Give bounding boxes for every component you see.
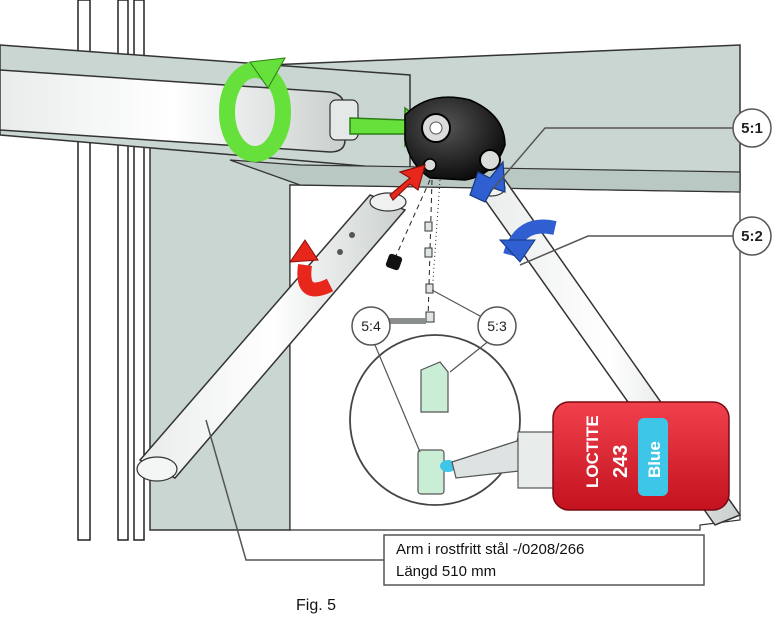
bottle-brand: LOCTITE bbox=[583, 415, 602, 488]
arm-note-line1: Arm i rostfritt stål -/0208/266 bbox=[396, 541, 584, 558]
arm-note-line2: Längd 510 mm bbox=[396, 563, 496, 580]
callout-5-3-label: 5:3 bbox=[487, 318, 507, 334]
callout-5-2-label: 5:2 bbox=[741, 228, 763, 245]
red-rotate-arrow-icon bbox=[289, 239, 334, 297]
top-arm-tube bbox=[0, 69, 359, 153]
figure-caption: Fig. 5 bbox=[296, 597, 337, 614]
callout-5-1-label: 5:1 bbox=[741, 120, 763, 137]
bottle-number: 243 bbox=[610, 445, 632, 478]
red-insert-arrow-icon bbox=[389, 164, 426, 201]
left-arm-tube bbox=[136, 192, 407, 482]
green-rotate-arrow-icon bbox=[219, 57, 291, 162]
screw-detail-upper bbox=[420, 361, 449, 413]
detail-zoom-circle bbox=[349, 334, 521, 506]
callout-5-1: 5:1 bbox=[491, 108, 772, 191]
callout-5-4: 5:4 bbox=[351, 306, 421, 453]
blue-rotate-arrow-icon bbox=[498, 219, 557, 263]
set-screws bbox=[385, 179, 441, 324]
callout-5-4-label: 5:4 bbox=[361, 318, 381, 334]
loctite-bottle: LOCTITE 243 Blue bbox=[451, 401, 730, 511]
callout-5-3: 5:3 bbox=[431, 289, 517, 373]
callout-5-2: 5:2 bbox=[519, 216, 772, 266]
arm-note: Arm i rostfritt stål -/0208/266 Längd 51… bbox=[205, 419, 705, 586]
bottle-color-label: Blue bbox=[645, 441, 664, 478]
